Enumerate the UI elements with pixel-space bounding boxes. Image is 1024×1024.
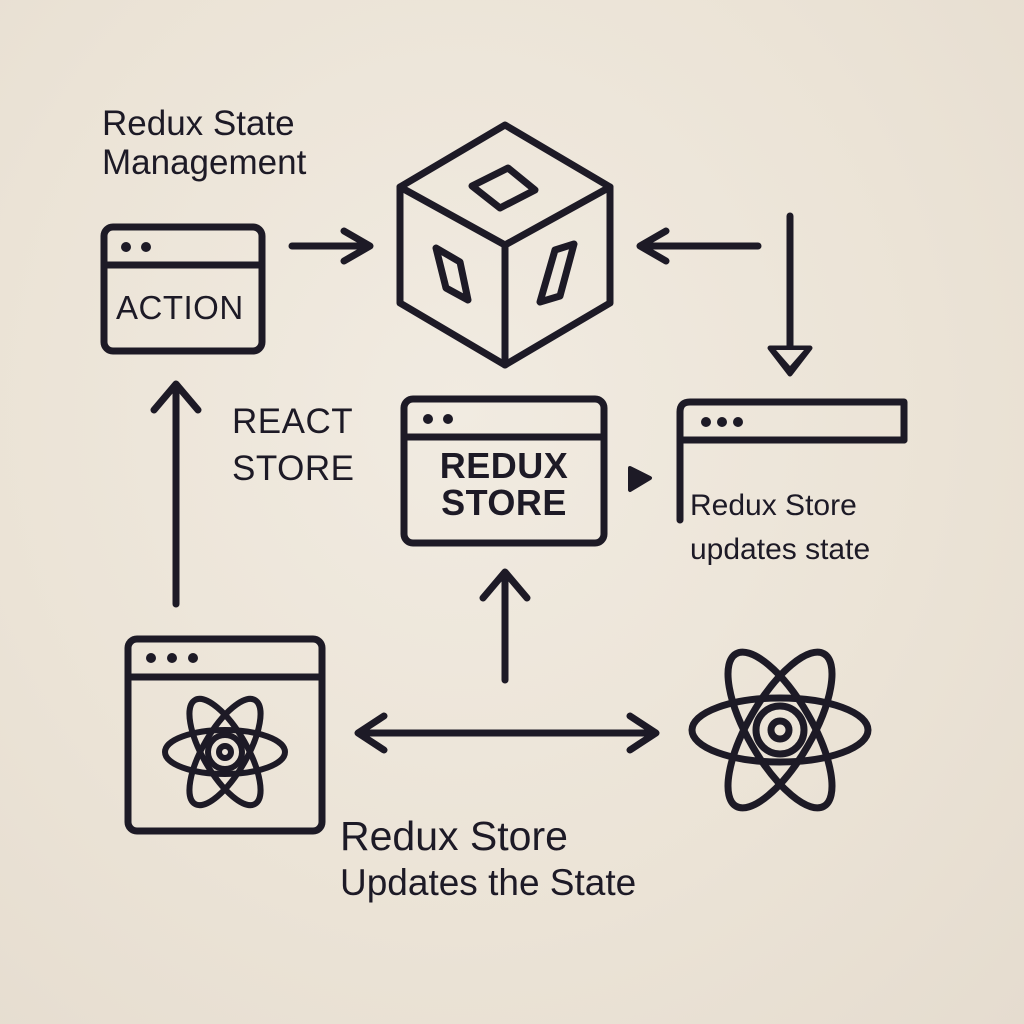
updates-right-line-2: updates state (690, 532, 871, 566)
diagram-title: Redux State Management (102, 104, 306, 182)
arrow-small-right (628, 466, 652, 492)
updates-right-line-1: Redux Store (690, 489, 857, 522)
redux-store-box-line-1: REDUX (439, 445, 569, 486)
redux-store-window-icon (400, 395, 608, 547)
react-atom-icon-small (162, 695, 288, 809)
arrow-up-center (479, 568, 531, 684)
bottom-caption: Redux Store Updates the State (340, 812, 636, 906)
title-line-2: Management (102, 143, 307, 183)
react-store-line-1: REACT (232, 402, 354, 441)
react-store-label: REACT STORE (232, 398, 354, 493)
react-store-line-2: STORE (232, 449, 355, 489)
action-window-icon (100, 223, 266, 355)
bottom-caption-line-1: Redux Store (340, 813, 568, 859)
arrow-action-to-cube (288, 227, 374, 265)
redux-store-box-label: REDUX STORE (418, 445, 590, 523)
updates-state-label: Redux Store updates state (690, 484, 870, 571)
bottom-caption-line-2: Updates the State (340, 862, 637, 904)
right-window-icon (676, 398, 908, 524)
arrow-down-right (767, 212, 813, 377)
action-label: ACTION (116, 289, 244, 326)
arrow-up-left (150, 380, 202, 608)
react-atom-icon-large (688, 648, 872, 812)
redux-store-box-line-2: STORE (441, 481, 567, 523)
title-line-1: Redux State (102, 104, 295, 143)
react-component-window-icon (124, 635, 326, 835)
arrow-bidirectional (354, 712, 660, 754)
cube-icon (396, 121, 614, 369)
arrow-right-to-cube (636, 227, 762, 265)
